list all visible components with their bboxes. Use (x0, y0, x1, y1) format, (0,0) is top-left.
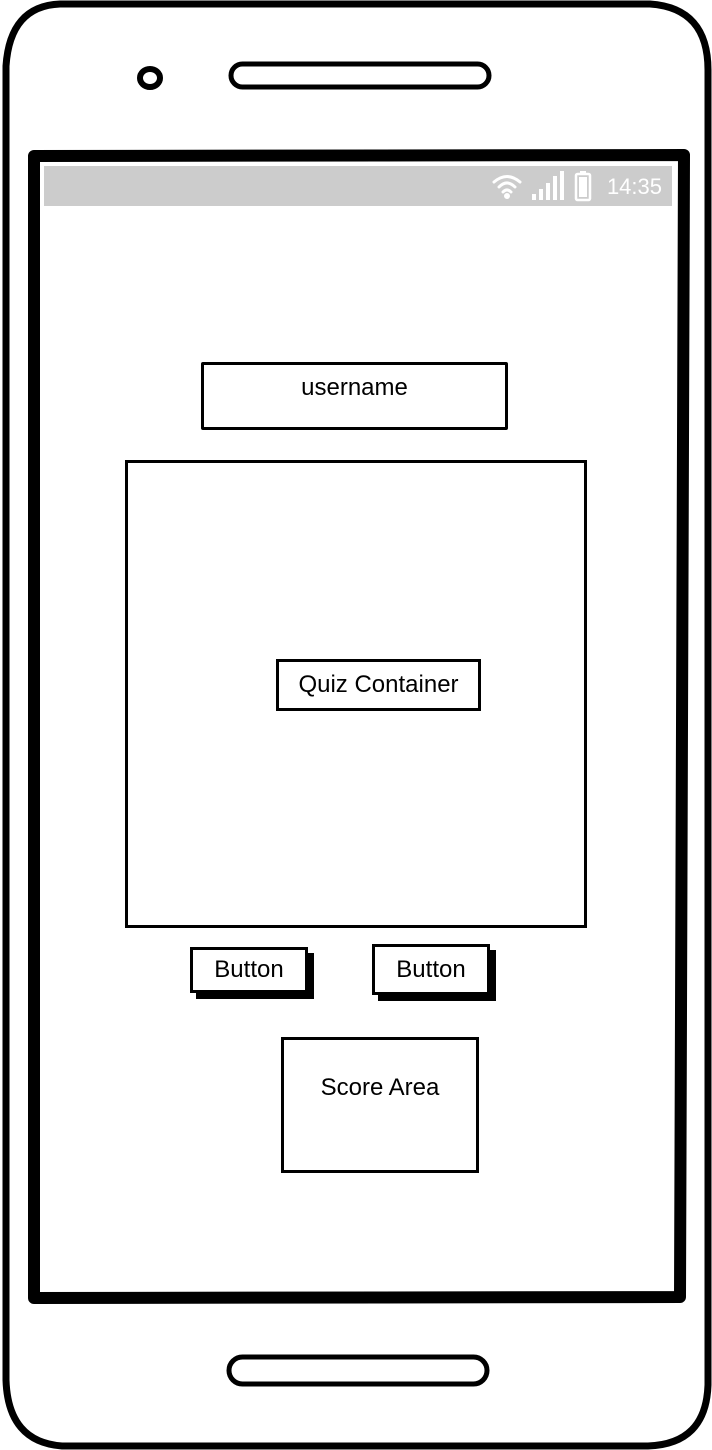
right-button[interactable]: Button (372, 944, 490, 995)
score-area: Score Area (281, 1037, 479, 1173)
username-label: username (301, 374, 408, 401)
quiz-container-label: Quiz Container (276, 659, 481, 711)
signal-icon (532, 171, 564, 200)
right-button-label: Button (396, 955, 466, 983)
left-button-label: Button (214, 956, 284, 983)
score-area-label: Score Area (320, 1074, 440, 1101)
battery-icon (574, 171, 592, 202)
left-button[interactable]: Button (190, 947, 308, 993)
camera-icon (137, 66, 163, 90)
speaker-top (228, 61, 492, 90)
status-bar: 14:35 (44, 166, 672, 206)
status-icons (492, 171, 592, 202)
home-bar[interactable] (226, 1354, 490, 1387)
status-time: 14:35 (606, 174, 662, 199)
quiz-container-text: Quiz Container (298, 671, 459, 698)
wifi-icon (492, 175, 522, 199)
username-field[interactable]: username (201, 362, 508, 430)
